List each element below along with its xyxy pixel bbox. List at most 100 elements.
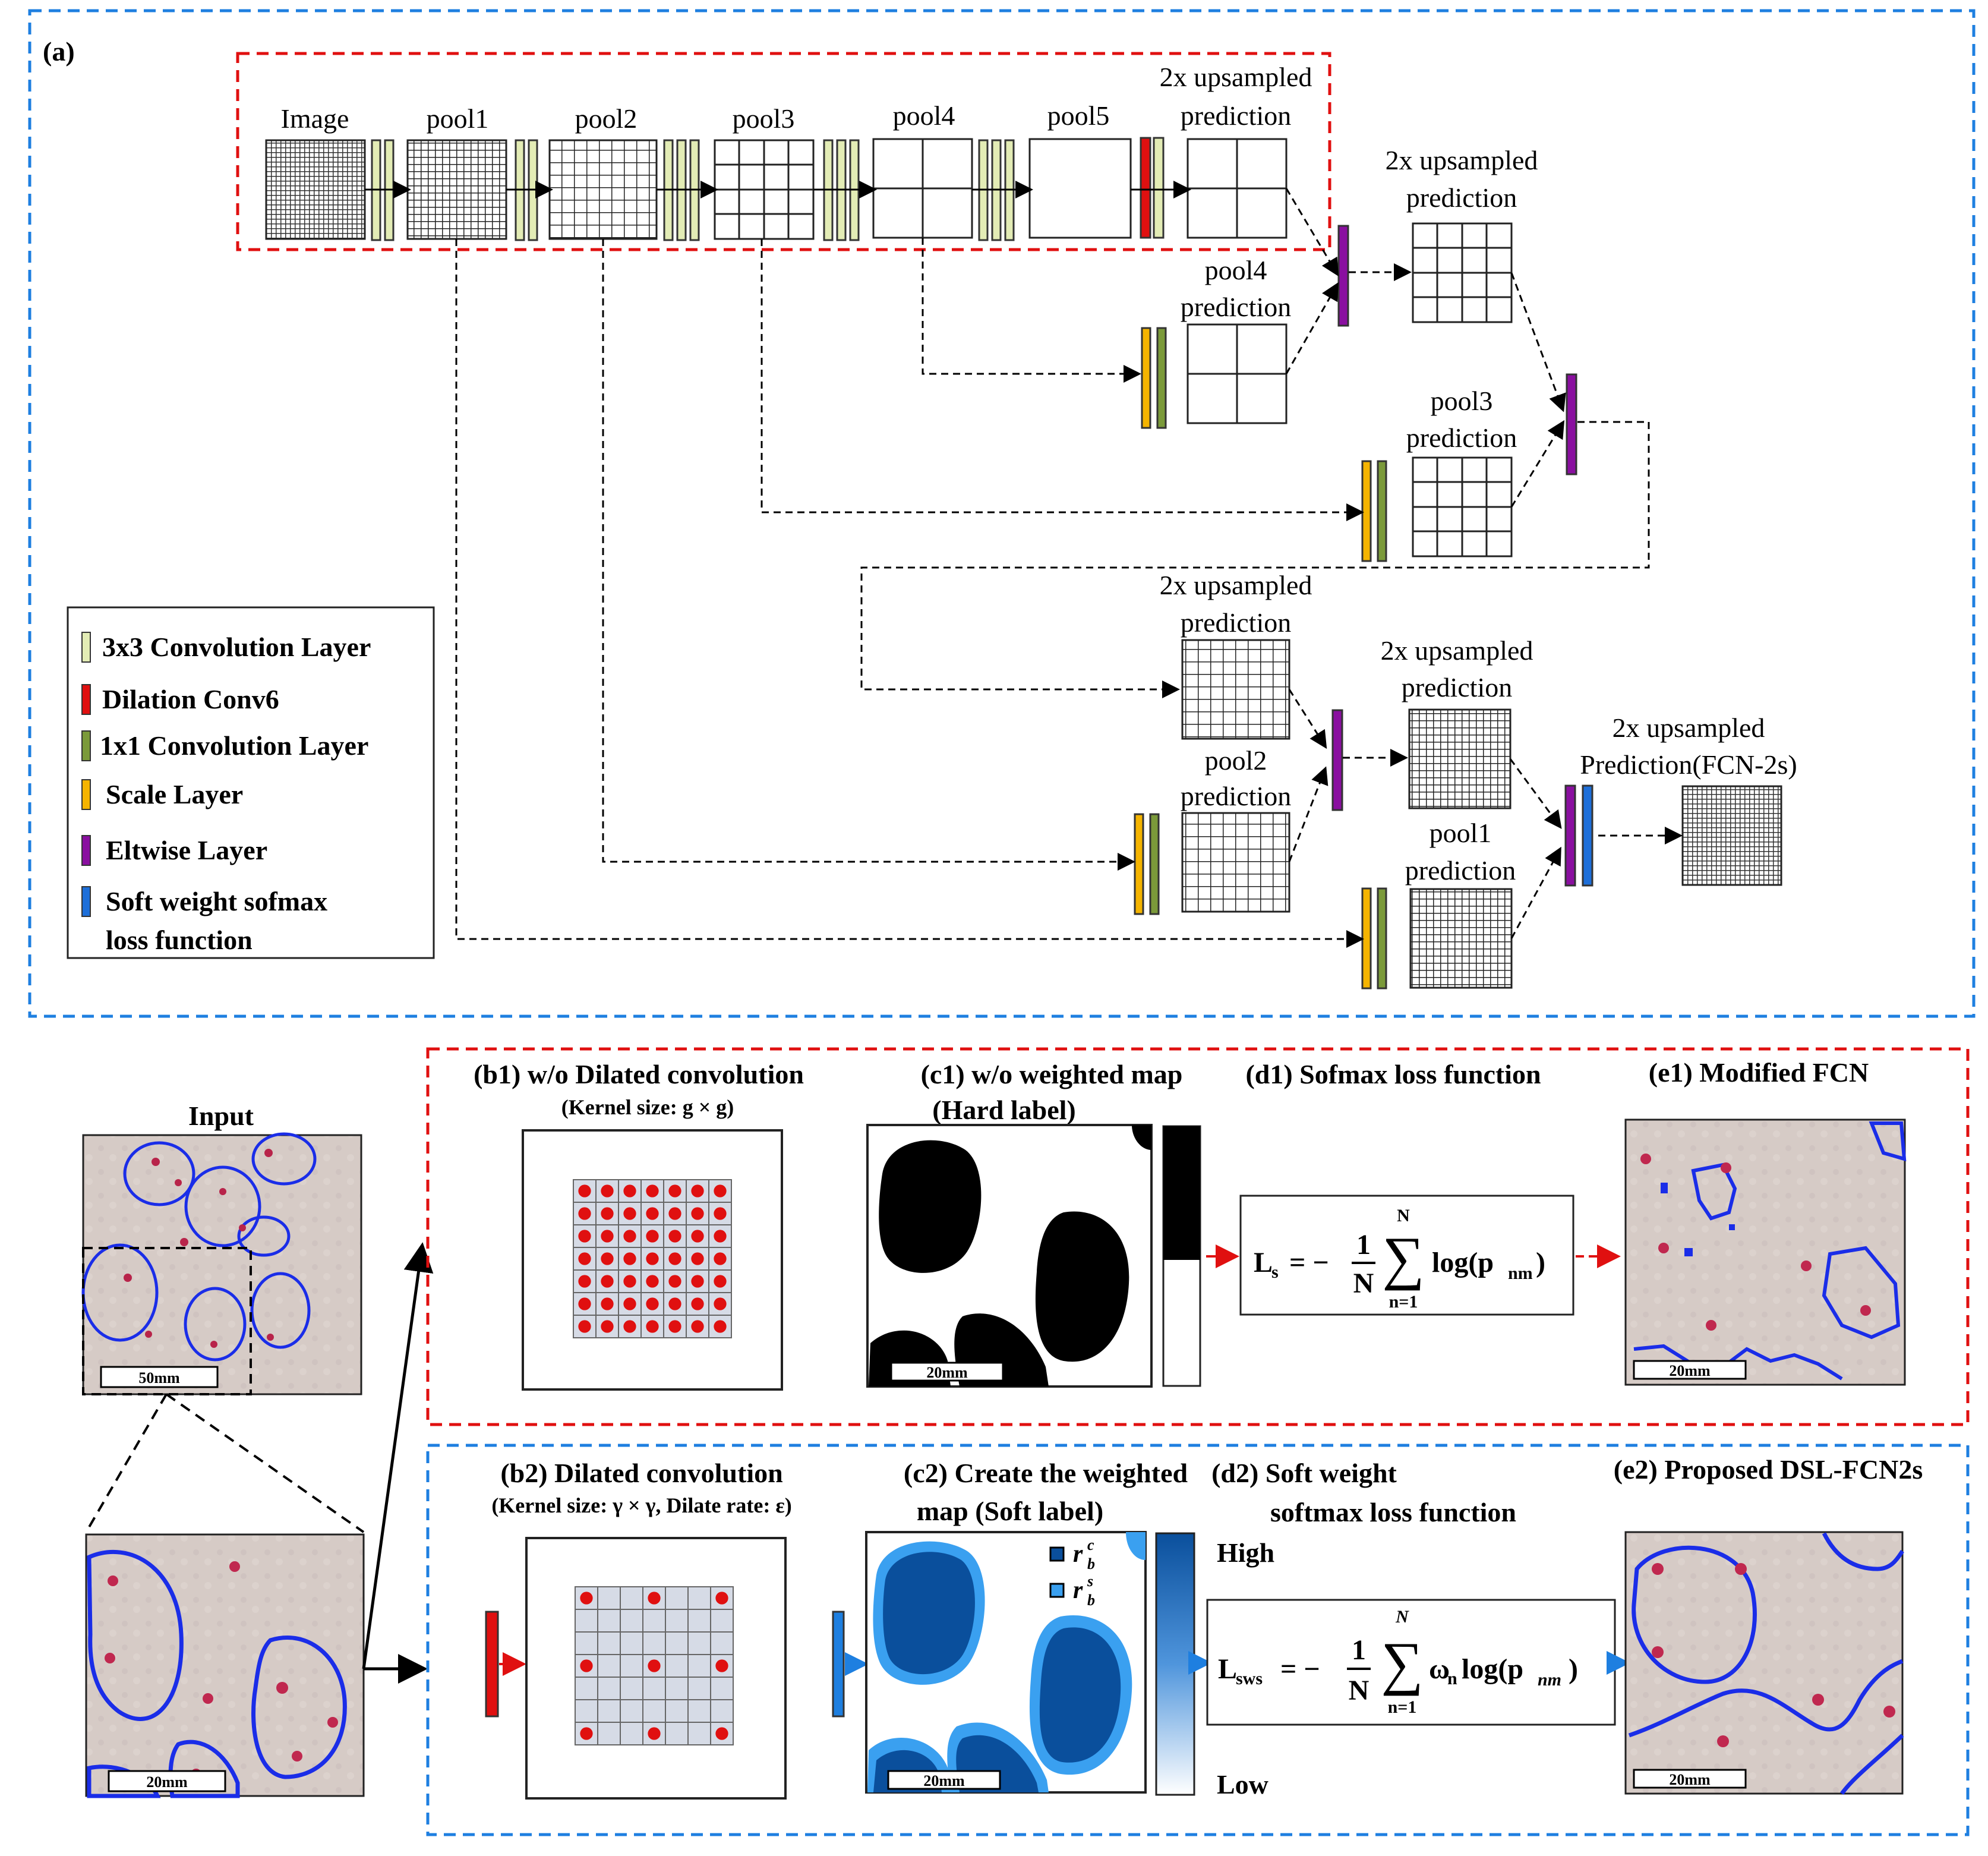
kernel-sample-dot: [714, 1230, 727, 1243]
kernel-sample-dot: [691, 1275, 704, 1288]
d2-eq-eqsign: = −: [1280, 1653, 1320, 1685]
eltwise-bar: [1564, 784, 1576, 887]
kernel-sample-dot: [648, 1727, 661, 1740]
kernel-sample-dot: [715, 1659, 728, 1672]
final-prediction-featuremap: [1681, 785, 1782, 886]
kernel-sample-dot: [646, 1230, 659, 1243]
legend-label-eltwise: Eltwise Layer: [106, 835, 267, 865]
legend-swatch-scale: [81, 779, 91, 810]
kernel-sample-dot: [691, 1230, 704, 1243]
kernel-sample-dot: [691, 1297, 704, 1310]
kernel-sample-dot: [646, 1275, 659, 1288]
d1-eq-eqsign: = −: [1289, 1247, 1329, 1278]
pool2-label: pool2: [575, 103, 638, 134]
kernel-sample-dot: [668, 1275, 681, 1288]
kernel-sample-dot: [601, 1207, 614, 1220]
conv1x1-bar: [1377, 887, 1387, 990]
c2-legend-rs-sub: b: [1087, 1592, 1095, 1609]
legend-box: [67, 606, 435, 959]
pool1-pred-line1: pool1: [1430, 818, 1492, 848]
kernel-sample-dot: [578, 1252, 591, 1265]
pool4-pred-line1: pool4: [1205, 255, 1267, 285]
conv1x1-bar: [1149, 813, 1160, 915]
input-image: 50mm: [81, 1132, 362, 1395]
d1-eq-log-sub: nm: [1508, 1263, 1533, 1283]
kernel-sample-dot: [578, 1297, 591, 1310]
kernel-sample-dot: [623, 1275, 636, 1288]
kernel-sample-dot: [601, 1320, 614, 1333]
c2-blue-bar: [832, 1611, 869, 1718]
scale-bar: [1134, 813, 1144, 915]
upsampled-title-3-line2: prediction: [1181, 607, 1292, 638]
pool1-label: pool1: [427, 103, 489, 134]
kernel-sample-dot: [648, 1592, 661, 1605]
kernel-sample-dot: [714, 1320, 727, 1333]
c2-gradient-bar: [1155, 1532, 1195, 1796]
c1-binary-bar: [1162, 1125, 1201, 1387]
e2-title: (e2) Proposed DSL-FCN2s: [1614, 1454, 1923, 1485]
pool2-pred-featuremap: [1181, 812, 1290, 913]
kernel-sample-dot: [601, 1184, 614, 1198]
kernel-sample-dot: [578, 1320, 591, 1333]
d2-title-line2: softmax loss function: [1270, 1497, 1516, 1527]
c2-legend-rc-sub: b: [1087, 1555, 1095, 1573]
e2-scale-label: 20mm: [1669, 1771, 1711, 1788]
e1-scale-label: 20mm: [1669, 1362, 1711, 1379]
d2-eq-w-sub: n: [1447, 1669, 1457, 1688]
softweight-loss-bar: [1582, 784, 1593, 887]
pool2-pred-line2: prediction: [1181, 781, 1292, 811]
c1-scale-label: 20mm: [926, 1364, 968, 1381]
eltwise-bar: [1566, 373, 1577, 475]
encoder-highlight-box: [236, 52, 1331, 251]
row2-frame: [426, 1444, 1970, 1836]
kernel-sample-dot: [580, 1592, 593, 1605]
d2-eq-num: 1: [1352, 1634, 1366, 1666]
pool2-pred-line1: pool2: [1205, 745, 1267, 776]
panel-a-frame: [28, 9, 1976, 1018]
d2-eq-w: ω: [1429, 1653, 1450, 1685]
b2-kernel-figure: [525, 1537, 787, 1800]
kernel-sample-dot: [623, 1207, 636, 1220]
conv1x1-bar: [1156, 327, 1167, 429]
upsampled-title-2-line1: 2x upsampled: [1386, 145, 1538, 175]
kernel-sample-dot: [691, 1184, 704, 1198]
d1-eq-lhs-sub: s: [1271, 1262, 1279, 1282]
c1-title: (c1) w/o weighted map: [921, 1059, 1183, 1089]
d1-title: (d1) Sofmax loss function: [1245, 1059, 1541, 1089]
pool4-pred-featuremap: [1187, 323, 1288, 424]
c2-title: (c2) Create the weighted: [904, 1458, 1188, 1488]
c2-legend-rs: r: [1073, 1577, 1083, 1604]
pool3-featuremap: [714, 139, 815, 240]
d2-eq-den: N: [1349, 1675, 1369, 1706]
kernel-sample-dot: [623, 1230, 636, 1243]
c2-legend-rs-sup: s: [1087, 1573, 1093, 1590]
legend-label-dilation: Dilation Conv6: [102, 684, 279, 714]
kernel-sample-dot: [668, 1207, 681, 1220]
b2-subtitle: (Kernel size: γ × γ, Dilate rate: ε): [491, 1493, 791, 1517]
upsampled-title-3-line1: 2x upsampled: [1160, 570, 1312, 600]
eltwise-bar: [1331, 709, 1343, 811]
b2-red-bar: [485, 1611, 526, 1718]
kernel-sample-dot: [646, 1297, 659, 1310]
kernel-sample-dot: [623, 1184, 636, 1198]
legend-swatch-dilation: [81, 684, 91, 715]
zoomed-input-image: 20mm: [85, 1533, 365, 1798]
image-featuremap: [265, 139, 366, 240]
c2-legend-rc: r: [1073, 1540, 1083, 1568]
d2-equation: L sws = − 1 N N ∑ n=1 ω n log(p nm ): [1206, 1599, 1616, 1726]
d2-eq-close: ): [1569, 1653, 1578, 1685]
kernel-sample-dot: [691, 1320, 704, 1333]
d1-eq-sigma: ∑: [1382, 1225, 1424, 1291]
c1-hard-label-map: 20mm: [866, 1124, 1153, 1388]
pool4-featuremap: [872, 138, 973, 239]
legend-label-scale: Scale Layer: [106, 779, 243, 809]
kernel-sample-dot: [691, 1252, 704, 1265]
kernel-sample-dot: [623, 1252, 636, 1265]
input-scale-label: 50mm: [138, 1369, 180, 1387]
upsampled-featuremap-2: [1412, 222, 1513, 323]
d1-eq-sum-bot: n=1: [1389, 1292, 1418, 1312]
zoom-lines: [85, 1393, 365, 1533]
d1-eq-sum-top: N: [1397, 1206, 1410, 1225]
kernel-sample-dot: [714, 1207, 727, 1220]
